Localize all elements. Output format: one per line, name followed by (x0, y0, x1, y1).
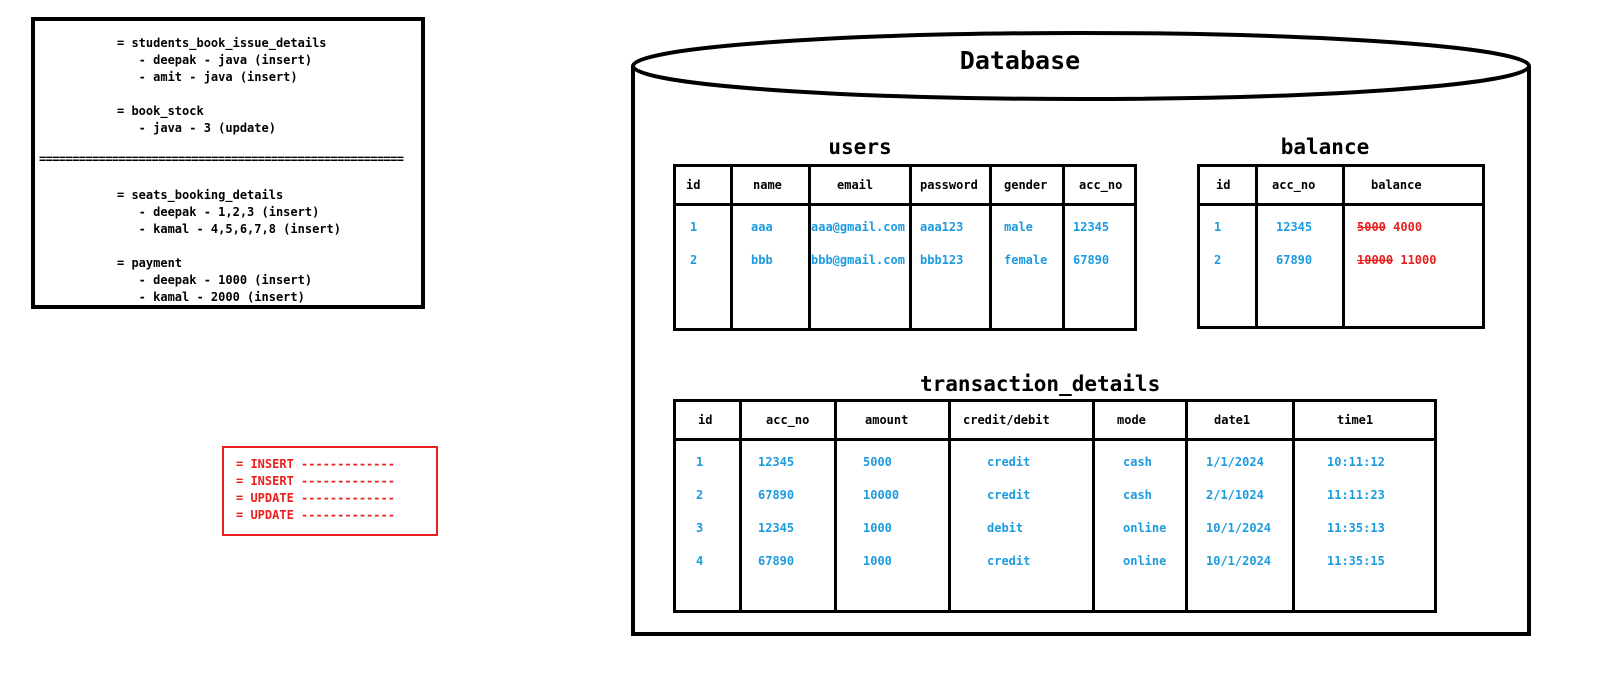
balance-table: id acc_no balance 1 12345 5000 4000 2 67… (1197, 164, 1485, 329)
users-cell: aaa123 (909, 204, 992, 243)
new-balance: 4000 (1393, 219, 1423, 234)
cylinder-top (631, 31, 1531, 101)
users-table: id name email password gender acc_no 1 a… (673, 164, 1137, 331)
table-row: 2 67890 10000 11000 (1197, 243, 1485, 276)
balance-cell: 1 (1197, 204, 1258, 243)
tx-cell: cash (1092, 478, 1188, 511)
users-cell: 67890 (1062, 243, 1137, 276)
tx-cell: 1/1/2024 (1185, 439, 1295, 478)
old-balance: 10000 (1357, 252, 1394, 267)
operations-box: = INSERT ------------- = INSERT --------… (222, 446, 438, 536)
tx-cell: 2 (673, 478, 742, 511)
users-col-password: password (909, 165, 992, 206)
balance-cell: 67890 (1255, 243, 1345, 276)
balance-col-acc-no: acc_no (1255, 165, 1345, 206)
users-col-acc-no: acc_no (1062, 165, 1137, 206)
database-title: Database (959, 46, 1081, 75)
users-cell: aaa@gmail.com (808, 204, 912, 243)
tx-cell: 5000 (834, 439, 951, 478)
tx-col-mode: mode (1092, 400, 1188, 441)
notes-separator: ========================================… (39, 152, 404, 166)
users-cell: bbb@gmail.com (808, 243, 912, 276)
tx-cell: 1000 (834, 511, 951, 544)
users-cell: 2 (673, 243, 733, 276)
tx-col-amount: amount (834, 400, 951, 441)
transactions-table: id acc_no amount credit/debit mode date1… (673, 399, 1437, 613)
tx-cell: online (1092, 544, 1188, 577)
tx-col-id: id (673, 400, 742, 441)
tx-cell: 2/1/1024 (1185, 478, 1295, 511)
balance-title: balance (1280, 135, 1370, 159)
tx-col-credit-debit: credit/debit (948, 400, 1095, 441)
tx-cell: 10/1/2024 (1185, 544, 1295, 577)
cylinder-body (631, 66, 1531, 636)
users-col-gender: gender (989, 165, 1065, 206)
users-col-id: id (673, 165, 733, 206)
balance-cell: 10000 11000 (1342, 243, 1485, 276)
tx-cell: 11:11:23 (1292, 478, 1437, 511)
tx-col-time1: time1 (1292, 400, 1437, 441)
users-cell: female (989, 243, 1065, 276)
users-title: users (828, 135, 892, 159)
balance-cell: 5000 4000 (1342, 204, 1485, 243)
tx-cell: 3 (673, 511, 742, 544)
tx-cell: cash (1092, 439, 1188, 478)
table-row: 2 bbb bbb@gmail.com bbb123 female 67890 (673, 243, 1137, 276)
new-balance: 11000 (1400, 252, 1437, 267)
tx-cell: 10/1/2024 (1185, 511, 1295, 544)
tx-col-acc-no: acc_no (739, 400, 837, 441)
tx-cell: 11:35:13 (1292, 511, 1437, 544)
balance-col-id: id (1197, 165, 1258, 206)
notes-block-1: = students_book_issue_details - deepak -… (117, 36, 327, 135)
tx-cell: 12345 (739, 439, 837, 478)
users-cell: aaa (730, 204, 811, 243)
tx-cell: 12345 (739, 511, 837, 544)
tx-cell: online (1092, 511, 1188, 544)
tx-cell: 67890 (739, 544, 837, 577)
users-col-name: name (730, 165, 811, 206)
operations-list: = INSERT ------------- = INSERT --------… (236, 457, 395, 522)
notes-box: = students_book_issue_details - deepak -… (31, 17, 425, 309)
tx-cell: credit (948, 439, 1095, 478)
tx-cell: credit (948, 478, 1095, 511)
tx-cell: 4 (673, 544, 742, 577)
old-balance: 5000 (1357, 219, 1386, 234)
tx-cell: 1000 (834, 544, 951, 577)
balance-cell: 2 (1197, 243, 1258, 276)
transactions-title: transaction_details (920, 372, 1161, 396)
table-row: 1 aaa aaa@gmail.com aaa123 male 12345 (673, 204, 1137, 243)
notes-block-2: = seats_booking_details - deepak - 1,2,3… (117, 188, 341, 304)
tx-cell: 11:35:15 (1292, 544, 1437, 577)
tx-cell: 10:11:12 (1292, 439, 1437, 478)
users-cell: bbb (730, 243, 811, 276)
tx-col-date1: date1 (1185, 400, 1295, 441)
users-cell: male (989, 204, 1065, 243)
tx-cell: 1 (673, 439, 742, 478)
users-col-email: email (808, 165, 912, 206)
tx-cell: debit (948, 511, 1095, 544)
balance-col-balance: balance (1342, 165, 1485, 206)
table-row: 1 12345 5000 4000 (1197, 204, 1485, 243)
tx-cell: 67890 (739, 478, 837, 511)
users-cell: 1 (673, 204, 733, 243)
tx-cell: 10000 (834, 478, 951, 511)
balance-cell: 12345 (1255, 204, 1345, 243)
users-cell: 12345 (1062, 204, 1137, 243)
users-cell: bbb123 (909, 243, 992, 276)
tx-cell: credit (948, 544, 1095, 577)
